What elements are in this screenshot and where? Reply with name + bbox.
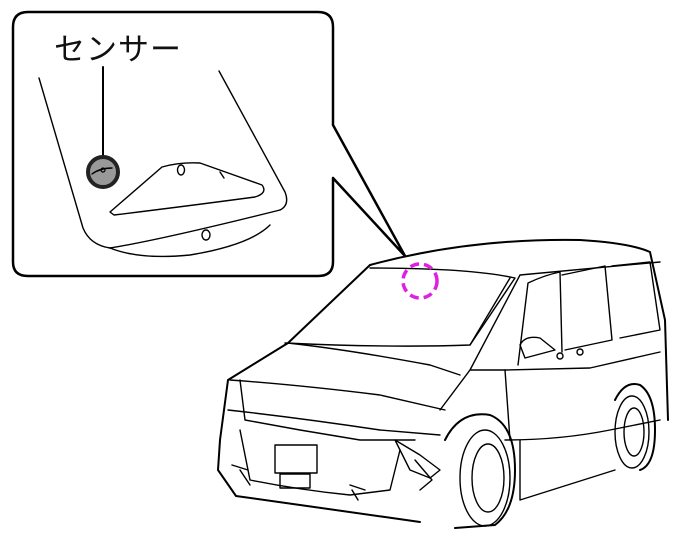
- sensor-label: センサー: [54, 32, 182, 68]
- sensor-location-highlight: [401, 262, 439, 300]
- callout-box: [11, 10, 407, 278]
- car-outline: [217, 238, 669, 529]
- windshield-closeup: [38, 66, 288, 258]
